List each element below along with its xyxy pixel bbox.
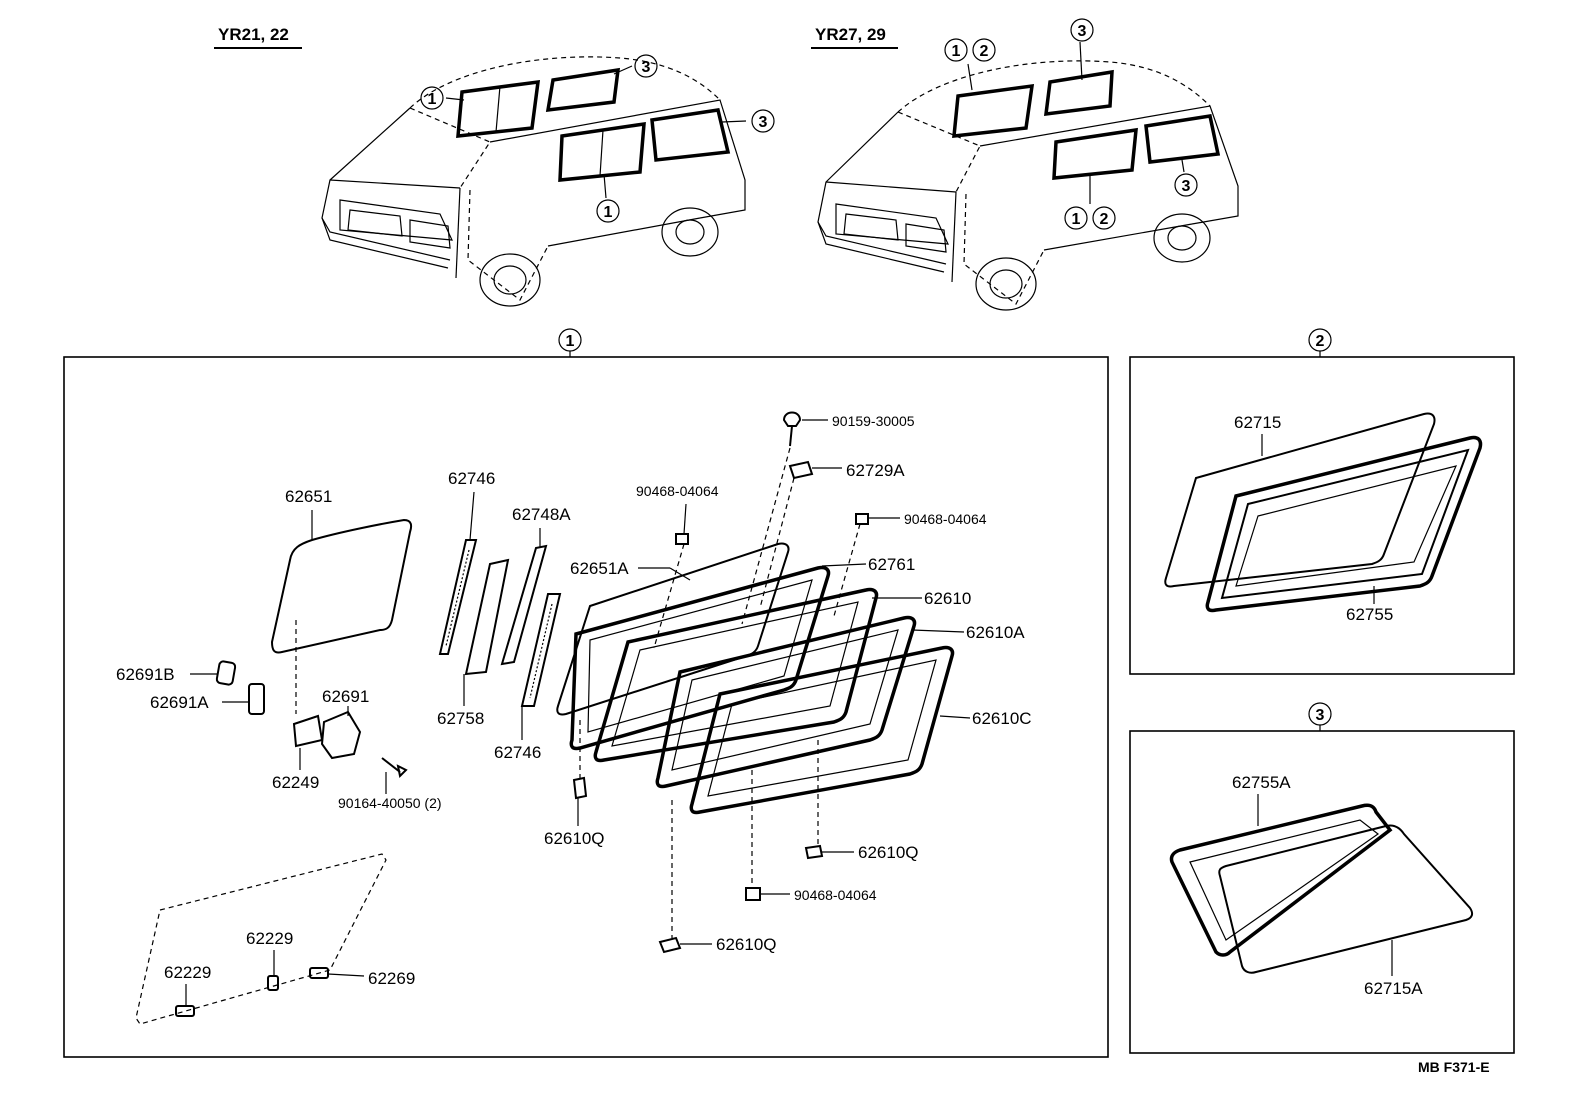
part-62746-strip-a <box>438 539 478 655</box>
label-62748A: 62748A <box>512 505 571 524</box>
part-dashed-glass <box>135 853 387 1025</box>
label-90468-top-left: 90468-04064 <box>636 483 719 499</box>
label-62691A: 62691A <box>150 693 209 712</box>
part-90164-screw <box>396 764 408 779</box>
label-62610: 62610 <box>924 589 971 608</box>
label-62755A: 62755A <box>1232 773 1291 792</box>
label-62610Q-right: 62610Q <box>858 843 919 862</box>
label-62691B: 62691B <box>116 665 175 684</box>
label-62610A: 62610A <box>966 623 1025 642</box>
label-62229-right: 62229 <box>246 929 293 948</box>
section-1-label: 1 <box>566 333 575 350</box>
part-62755A-frame <box>1169 803 1393 957</box>
section-2-box <box>1129 356 1515 675</box>
label-62729A: 62729A <box>846 461 905 480</box>
callout-1-left-roof: 1 <box>428 91 437 108</box>
label-62715: 62715 <box>1234 413 1281 432</box>
label-90159: 90159-30005 <box>832 413 915 429</box>
part-62610A-frame <box>655 615 917 789</box>
part-62729A-clip <box>788 460 814 480</box>
section-3-box <box>1129 730 1515 1054</box>
part-90468-clip-a <box>675 533 689 545</box>
part-62691B <box>215 660 237 686</box>
label-90468-bottom: 90468-04064 <box>794 887 877 903</box>
part-62610C-frame <box>689 645 955 815</box>
part-90468-clip-c <box>745 887 761 901</box>
part-62691A <box>248 683 265 715</box>
part-62269 <box>309 967 329 979</box>
part-62651-glass <box>270 518 413 654</box>
label-62715A: 62715A <box>1364 979 1423 998</box>
model-title-right: YR27, 29 <box>815 25 886 44</box>
part-62610-frame <box>593 587 879 763</box>
label-62758: 62758 <box>437 709 484 728</box>
part-62229-a <box>175 1005 195 1017</box>
callout-3-right-side: 3 <box>1182 178 1191 195</box>
van-illustration-right <box>817 41 1239 311</box>
section-3-label: 3 <box>1316 707 1325 724</box>
part-62229-b <box>267 975 279 991</box>
label-62610Q-bottom: 62610Q <box>716 935 777 954</box>
part-62755-frame <box>1205 435 1483 613</box>
label-62229-left: 62229 <box>164 963 211 982</box>
callout-1-right-roof: 1 <box>952 43 961 60</box>
model-title-left: YR21, 22 <box>218 25 289 44</box>
part-62249 <box>292 714 324 748</box>
label-62651A: 62651A <box>570 559 629 578</box>
callout-2-right-side: 2 <box>1100 211 1109 228</box>
part-62746-strip-b <box>520 593 562 707</box>
section-2-label: 2 <box>1316 333 1325 350</box>
callout-3-left-roof: 3 <box>642 59 651 76</box>
label-90468-top-right: 90468-04064 <box>904 511 987 527</box>
label-62755: 62755 <box>1346 605 1393 624</box>
part-62610Q-a <box>572 776 588 800</box>
part-90468-clip-b <box>855 513 869 525</box>
part-62748A <box>500 544 548 666</box>
part-62691 <box>320 710 362 760</box>
label-62691: 62691 <box>322 687 369 706</box>
label-62610C: 62610C <box>972 709 1032 728</box>
label-62761: 62761 <box>868 555 915 574</box>
part-62761-frame <box>569 565 831 751</box>
van-illustration-left <box>321 56 747 307</box>
label-90164: 90164-40050 (2) <box>338 795 442 811</box>
callout-1-left-side: 1 <box>604 204 613 221</box>
label-62746-bottom: 62746 <box>494 743 541 762</box>
callout-3-right-roof: 3 <box>1078 23 1087 40</box>
callout-2-right-roof: 2 <box>980 43 989 60</box>
label-62610Q-left: 62610Q <box>544 829 605 848</box>
label-62746-top: 62746 <box>448 469 495 488</box>
part-62758 <box>464 558 510 676</box>
part-62610Q-c <box>658 936 682 954</box>
part-62715A-glass <box>1218 824 1474 974</box>
diagram-code: MB F371-E <box>1418 1059 1490 1075</box>
label-62651: 62651 <box>285 487 332 506</box>
part-62715-glass <box>1164 412 1436 588</box>
section-1-box <box>63 356 1109 1058</box>
callout-1-right-side: 1 <box>1072 211 1081 228</box>
part-62610Q-b <box>804 844 824 860</box>
label-62249: 62249 <box>272 773 319 792</box>
callout-3-left-side: 3 <box>759 114 768 131</box>
part-90159-bolt <box>782 411 802 427</box>
label-62269: 62269 <box>368 969 415 988</box>
